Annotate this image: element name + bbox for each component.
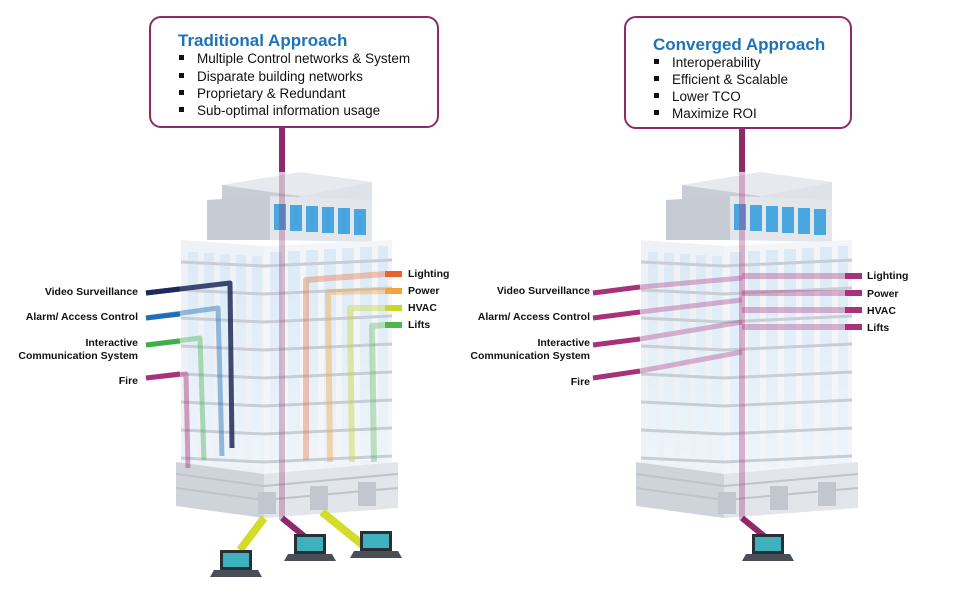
label-fire: Fire bbox=[118, 375, 138, 387]
traditional-building-icon bbox=[175, 172, 399, 518]
label-hvac: HVAC bbox=[867, 305, 896, 317]
converged-bullet: Lower TCO bbox=[654, 89, 741, 104]
laptop-icon bbox=[284, 534, 336, 561]
traditional-approach-box: Traditional Approach Multiple Control ne… bbox=[149, 16, 439, 128]
label-communication-system: Communication System bbox=[470, 350, 590, 362]
label-fire: Fire bbox=[570, 376, 590, 388]
traditional-bullet: Disparate building networks bbox=[179, 69, 363, 84]
converged-conduits bbox=[592, 128, 862, 539]
laptop-icon bbox=[210, 550, 262, 577]
label-video-surveillance: Video Surveillance bbox=[496, 285, 590, 297]
converged-bullet: Maximize ROI bbox=[654, 106, 757, 121]
label-power: Power bbox=[408, 285, 440, 297]
converged-title: Converged Approach bbox=[653, 35, 826, 54]
label-video-surveillance: Video Surveillance bbox=[44, 286, 138, 298]
label-alarm-access-control: Alarm/ Access Control bbox=[25, 311, 138, 323]
laptop-icon bbox=[350, 531, 402, 558]
label-power: Power bbox=[867, 288, 899, 300]
converged-bullet: Interoperability bbox=[654, 55, 761, 70]
top-window-band bbox=[734, 204, 826, 235]
traditional-conduits bbox=[145, 128, 402, 553]
traditional-bullet: Proprietary & Redundant bbox=[179, 86, 346, 101]
label-communication-system: Communication System bbox=[18, 350, 138, 362]
label-hvac: HVAC bbox=[408, 302, 437, 314]
top-window-band bbox=[274, 204, 366, 235]
label-lifts: Lifts bbox=[867, 322, 890, 334]
traditional-bullet: Multiple Control networks & System bbox=[179, 51, 410, 66]
converged-building-icon bbox=[635, 172, 859, 518]
traditional-bullet: Sub-optimal information usage bbox=[179, 103, 380, 118]
laptop-icon bbox=[742, 534, 794, 561]
label-alarm-access-control: Alarm/ Access Control bbox=[477, 311, 590, 323]
traditional-title: Traditional Approach bbox=[178, 31, 348, 50]
label-lighting: Lighting bbox=[408, 268, 450, 280]
converged-bullet: Efficient & Scalable bbox=[654, 72, 788, 87]
label-lighting: Lighting bbox=[867, 270, 909, 282]
label-interactive: Interactive bbox=[85, 337, 138, 349]
converged-approach-box: Converged Approach Interoperability Effi… bbox=[624, 16, 852, 129]
label-lifts: Lifts bbox=[408, 319, 431, 331]
label-interactive: Interactive bbox=[537, 337, 590, 349]
